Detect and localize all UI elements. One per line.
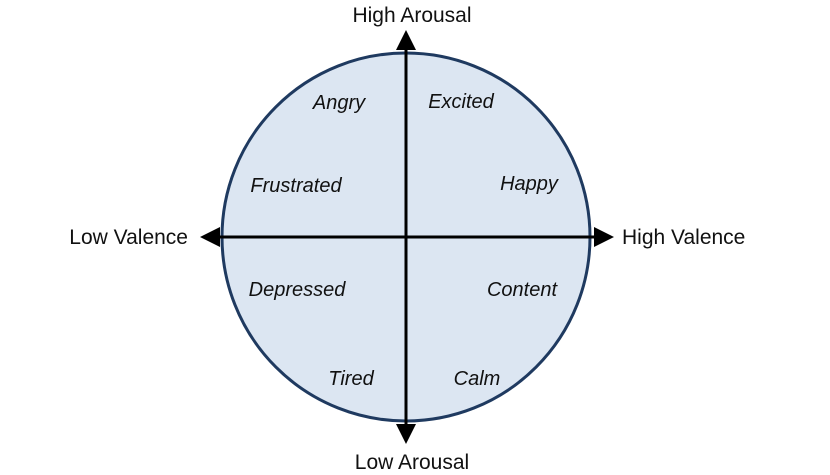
high-valence-label: High Valence bbox=[622, 226, 745, 249]
left-arrow-icon bbox=[200, 227, 220, 247]
low-valence-label: Low Valence bbox=[69, 226, 188, 249]
emotion-depressed: Depressed bbox=[249, 279, 347, 301]
down-arrow-icon bbox=[396, 424, 416, 444]
emotion-tired: Tired bbox=[328, 368, 374, 390]
emotion-angry: Angry bbox=[312, 92, 366, 114]
high-arousal-label: High Arousal bbox=[352, 4, 471, 27]
emotion-frustrated: Frustrated bbox=[250, 175, 342, 197]
emotion-happy: Happy bbox=[500, 173, 559, 195]
emotion-excited: Excited bbox=[428, 91, 494, 113]
low-arousal-label: Low Arousal bbox=[355, 451, 469, 474]
up-arrow-icon bbox=[396, 30, 416, 50]
emotion-calm: Calm bbox=[454, 368, 501, 390]
emotion-content: Content bbox=[487, 279, 558, 301]
right-arrow-icon bbox=[594, 227, 614, 247]
